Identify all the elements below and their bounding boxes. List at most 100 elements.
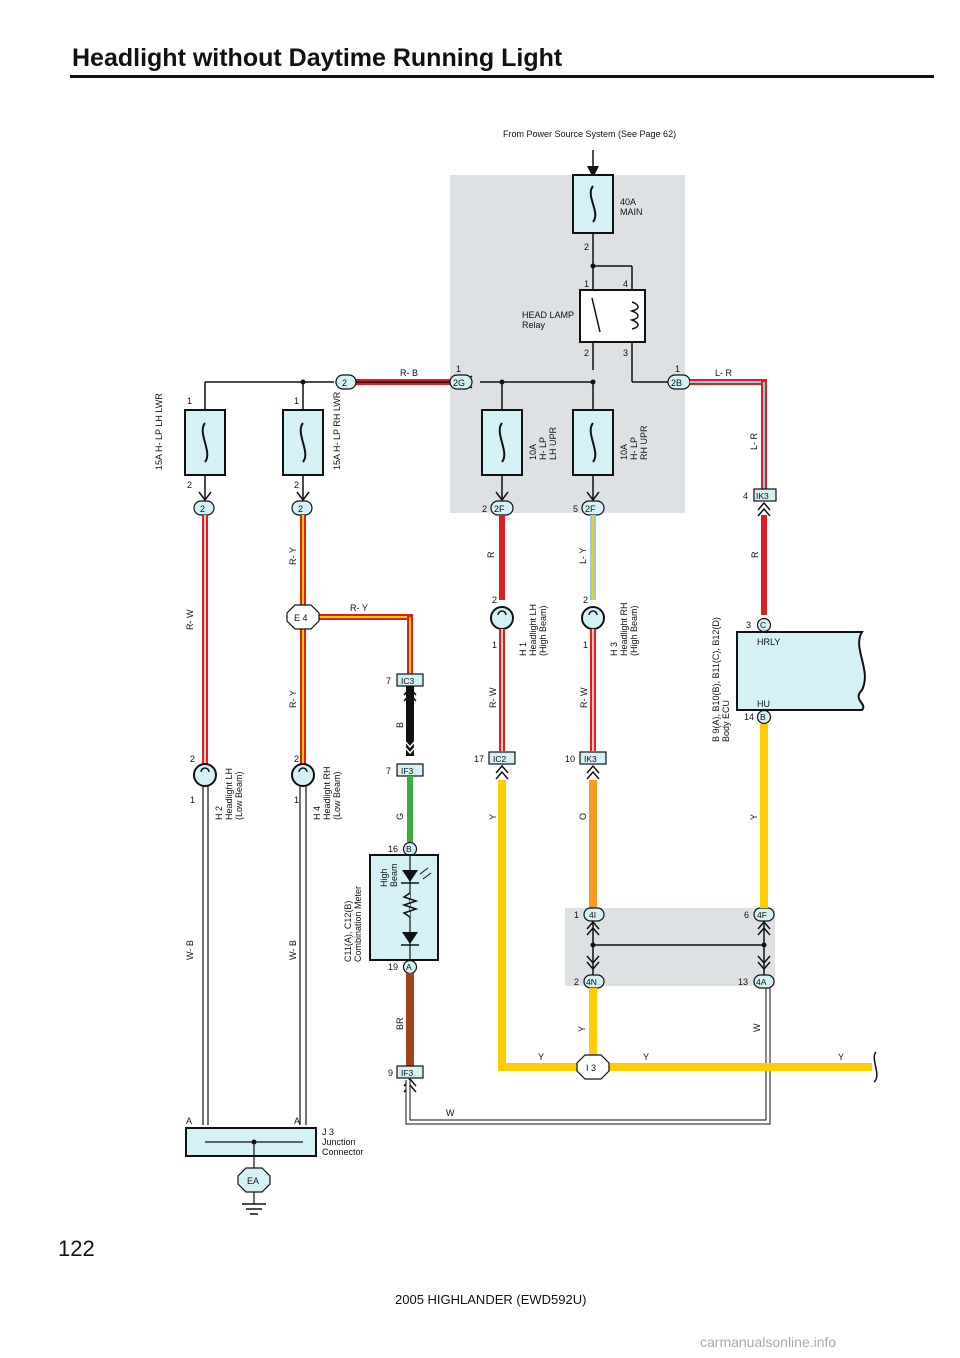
wire-b: [406, 686, 414, 756]
wire-w-b-left-label: W- B: [185, 940, 195, 960]
connector-ik3-top-pin: 4: [743, 491, 748, 501]
lamp-h3-name: Headlight RH: [619, 602, 629, 656]
lamp-h2-beam: (Low Beam): [234, 771, 244, 820]
connector-ic2: [488, 751, 516, 765]
connector-b-hu-label: B: [760, 712, 766, 722]
lamp-h1-pin-top: 2: [492, 595, 497, 605]
lamp-h3-pin-top: 2: [583, 595, 588, 605]
meter-label-2: Combination Meter: [353, 886, 363, 962]
lamp-h4-icon: [291, 763, 315, 787]
fuse-rh-lwr-pin2: 2: [294, 480, 299, 490]
page-title: Headlight without Daytime Running Light: [72, 44, 563, 72]
body-ecu-label-1: B 9(A), B10(B), B11(C), B12(D): [711, 617, 721, 742]
wire-r-w-h3-label: R- W: [579, 687, 589, 708]
relay-label-2: Relay: [522, 320, 546, 330]
wire-y-low-label: Y: [577, 1026, 587, 1032]
fuse-lh-lwr-pin2: 2: [187, 480, 192, 490]
lamp-h4-pin-bottom: 1: [294, 795, 299, 805]
fuse-main-amp: 40A: [620, 197, 636, 207]
wire-w-bottom-label: W: [446, 1108, 455, 1118]
fuse-lh-upr-amp: 10A: [528, 444, 538, 460]
splice-i3-label: I 3: [586, 1063, 596, 1073]
splice-e4: [286, 604, 320, 630]
body-ecu-hu: HU: [757, 699, 770, 709]
title-rule: [70, 75, 934, 78]
wire-y-low: [589, 988, 597, 1067]
wire-break-icon: [873, 1051, 878, 1083]
lamp-h2-pin-bottom: 1: [190, 795, 195, 805]
wire-y-left-label: Y: [488, 814, 498, 820]
connector-b16-pin: 16: [388, 844, 398, 854]
lamp-h2-pin-top: 2: [190, 754, 195, 764]
watermark: carmanualsonline.info: [700, 1334, 837, 1350]
splice-e4-label: E 4: [294, 613, 308, 623]
fuse-rh-upr-amp: 10A: [619, 444, 629, 460]
lamp-h3-beam: (High Beam): [629, 605, 639, 656]
fuse-lh-upr-line2: H- LP: [538, 437, 548, 460]
connector-b-hu: [756, 709, 772, 725]
wire-y-bus-1-label: Y: [538, 1052, 544, 1062]
fuse-rh-upr-line2: H- LP: [629, 437, 639, 460]
lamp-h1-beam: (High Beam): [538, 605, 548, 656]
connector-4n-label: 4N: [586, 977, 597, 987]
connector-2g: [449, 374, 473, 390]
wire-br-label: BR: [395, 1017, 405, 1030]
body-ecu-label-2: Body ECU: [721, 700, 731, 742]
connector-4i: [583, 907, 605, 922]
connector-ic2-pin: 17: [474, 754, 484, 764]
fuse-main-symbol: [589, 185, 597, 223]
wire-r-w-left-label: R- W: [185, 609, 195, 630]
connector-ik3-top-label: IK3: [756, 491, 769, 501]
wire-r-right: [761, 515, 767, 615]
fuse-main-name: MAIN: [620, 207, 643, 217]
lamp-h1-name: Headlight LH: [528, 604, 538, 656]
relay-label-1: HEAD LAMP: [522, 310, 574, 320]
connector-a19-pin: 19: [388, 962, 398, 972]
junction-label-3: Connector: [322, 1147, 364, 1157]
connector-if3-upper-label: IF3: [401, 766, 414, 776]
junction-label-1: J 3: [322, 1127, 334, 1137]
wire-y-right: [760, 724, 768, 908]
wire-b-label: B: [395, 722, 405, 728]
splice-i3: [576, 1054, 610, 1080]
fuse-rh-upr-line3: RH UPR: [639, 425, 649, 460]
connector-2f-right-label: 2F: [585, 504, 596, 514]
ground-icon: [242, 1203, 266, 1215]
junction-label-2: Junction: [322, 1137, 356, 1147]
wire-o-label: O: [578, 813, 588, 820]
connector-2f-left-pin: 2: [482, 504, 487, 514]
connector-b-hu-pin: 14: [744, 712, 754, 722]
lamp-h1-pin-bottom: 1: [492, 640, 497, 650]
wire-r-b-label: R- B: [400, 368, 418, 378]
connector-c-hrly-label: C: [760, 620, 766, 630]
fuse-rh-lwr-pin1: 1: [294, 396, 299, 406]
lamp-h2-code: H 2: [214, 806, 224, 820]
wire-r-w-h1-label: R- W: [488, 687, 498, 708]
connector-ik3-mid-pin: 10: [565, 754, 575, 764]
lamp-h2-icon: [193, 763, 217, 787]
connector-a19-label: A: [406, 962, 412, 972]
lamp-h4-beam: (Low Beam): [332, 771, 342, 820]
junction-pin-left: A: [186, 1116, 192, 1126]
relay-pin-2: 2: [584, 348, 589, 358]
wire-br: [406, 973, 414, 1066]
connector-2-lh-label: 2: [200, 504, 205, 514]
connector-2g-pin: 1: [456, 364, 461, 374]
wire-w-right-label: W: [752, 1023, 762, 1032]
lamp-h4-name: Headlight RH: [322, 766, 332, 820]
wire-y-bus-3-label: Y: [838, 1052, 844, 1062]
relay-coil-icon: [629, 301, 639, 330]
connector-2f-right-pin: 5: [573, 504, 578, 514]
connector-4n-pin: 2: [574, 977, 579, 987]
footer: 2005 HIGHLANDER (EWD592U): [395, 1292, 587, 1307]
wire-r-y-low-label: R- Y: [288, 690, 298, 708]
wire-l-r-side-label: L- R: [749, 432, 759, 450]
led-icon: [402, 870, 418, 882]
junction-pin-right: A: [294, 1116, 300, 1126]
connector-2b-pin: 1: [675, 364, 680, 374]
page-number: 122: [58, 1236, 95, 1261]
wire-r-y-top-label: R- Y: [288, 547, 298, 565]
lamp-h4-code: H 4: [312, 806, 322, 820]
relay-pin-1: 1: [584, 279, 589, 289]
